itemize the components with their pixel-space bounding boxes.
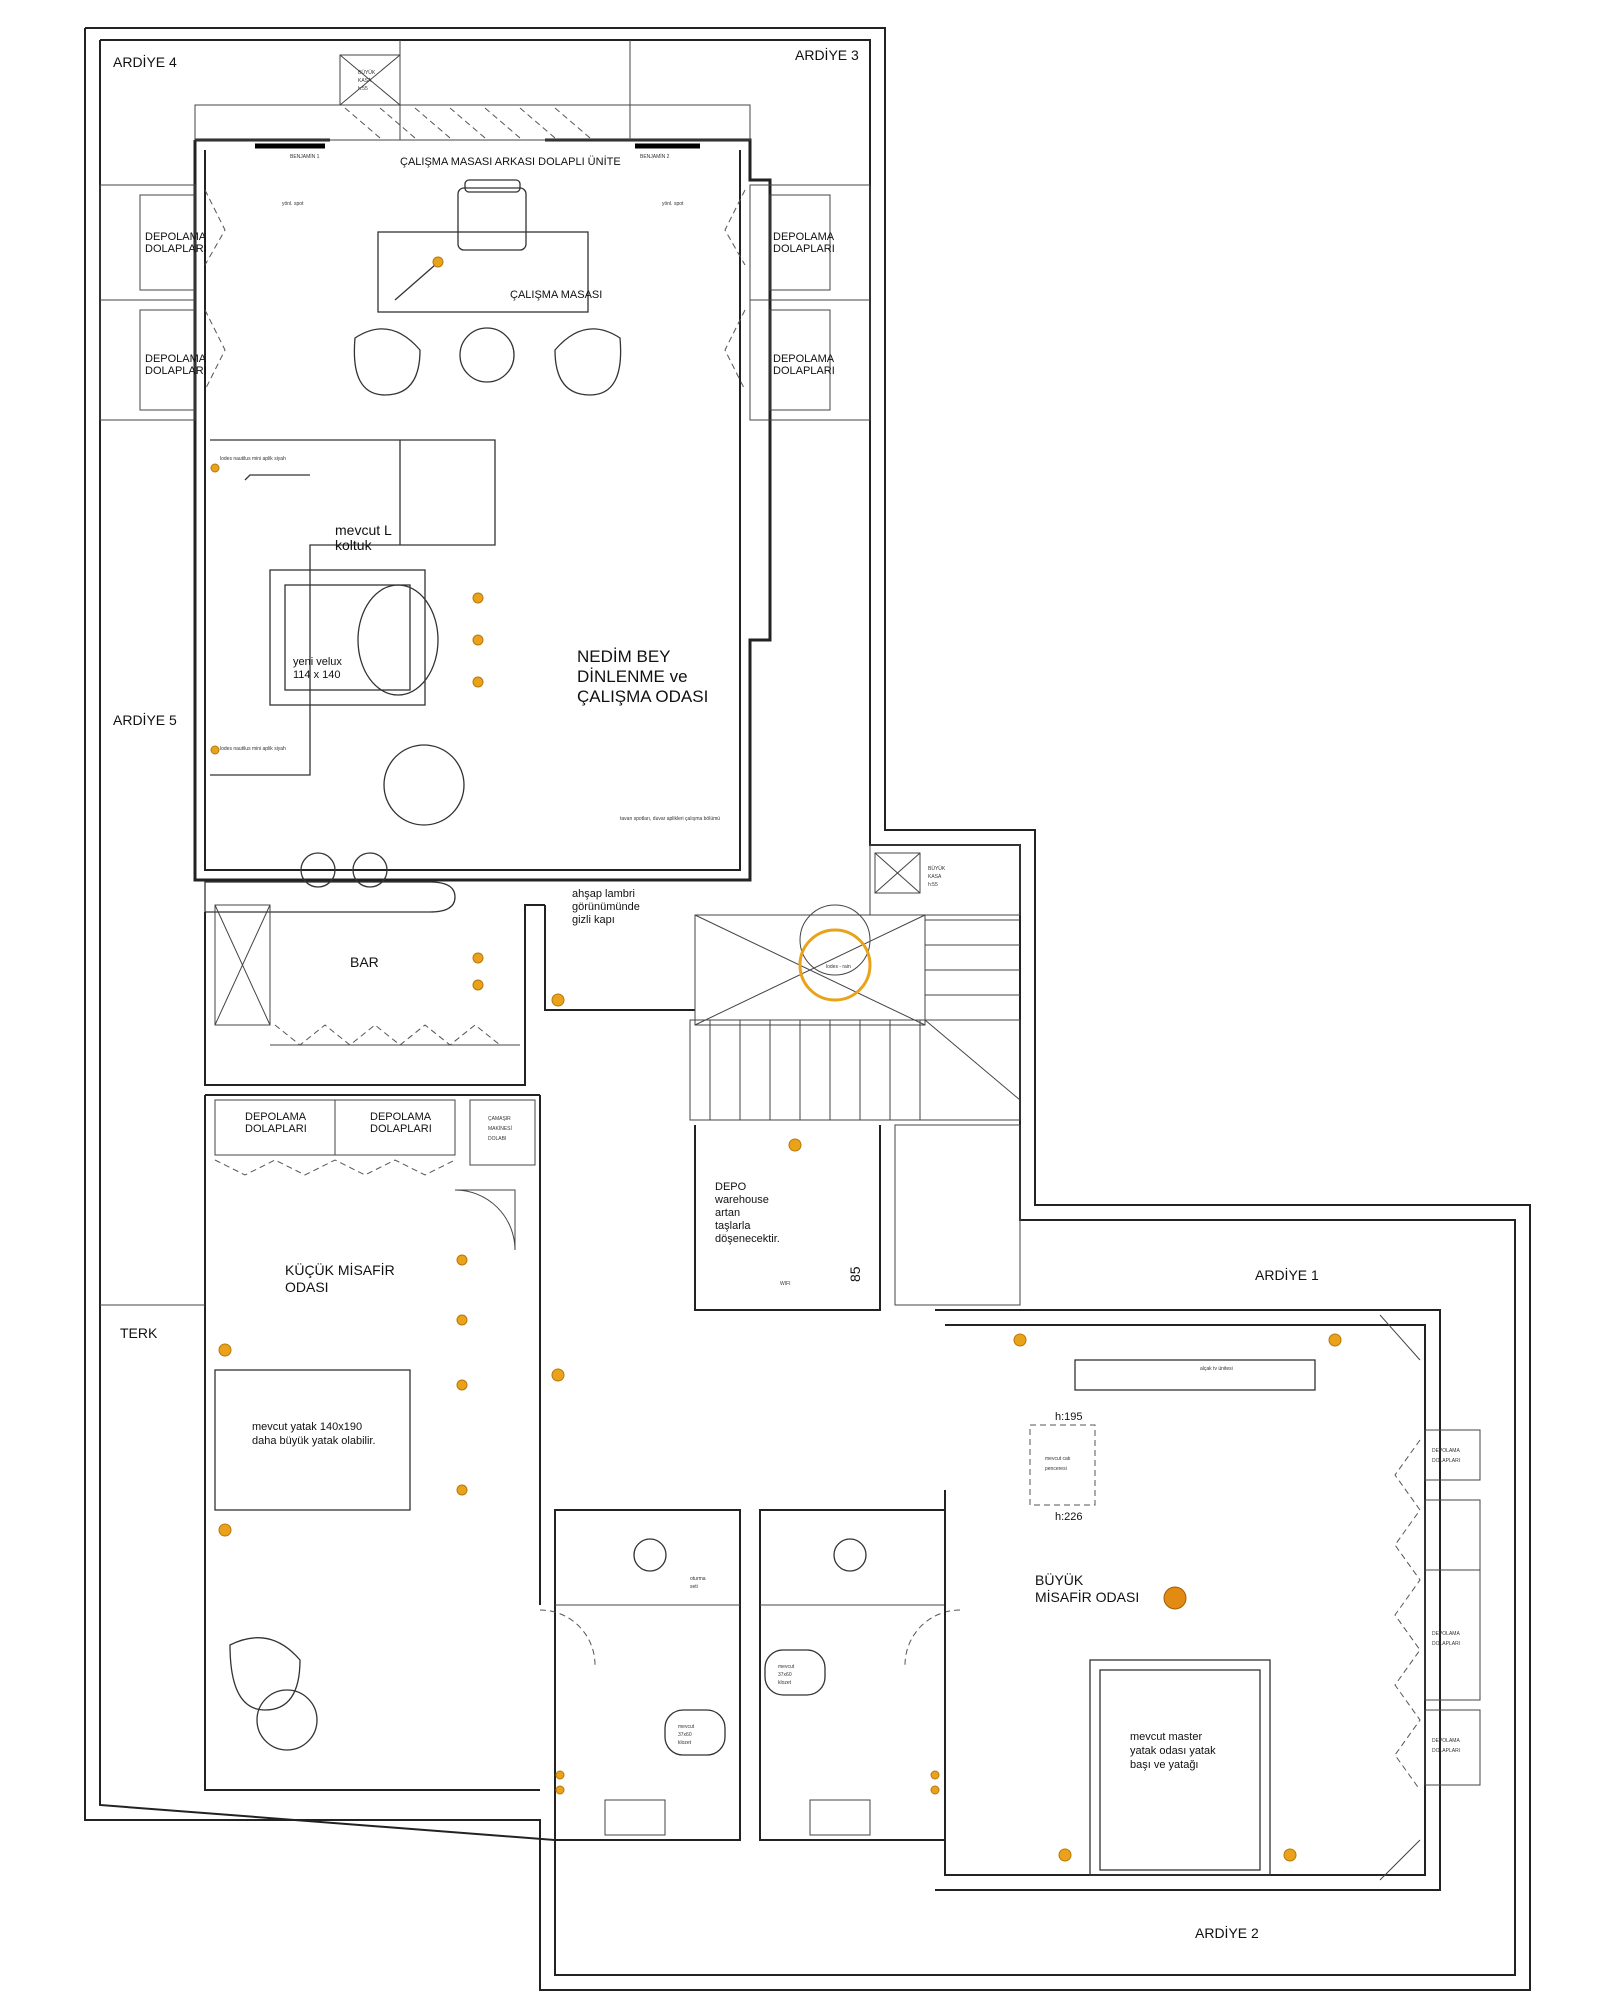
- big-guest-walls: [935, 1309, 1481, 1891]
- label-wc-2c: klozet: [778, 1680, 792, 1686]
- study-room-walls: [193, 40, 772, 882]
- label-wc-1b: 37x60: [678, 1732, 692, 1738]
- label-wc-1c: klozet: [678, 1740, 692, 1746]
- label-storage6-l1: DEPOLAMA: [370, 1111, 432, 1123]
- label-laundry-1: ÇAMAŞIR: [488, 1116, 511, 1122]
- desk: [377, 179, 589, 313]
- label-storage8-l1: DEPOLAMA: [1432, 1631, 1460, 1637]
- label-benjamin2: BENJAMİN 2: [640, 153, 670, 160]
- label-storage2-l2: DOLAPLARI: [145, 365, 207, 377]
- label-chandelier: lodes - rain: [826, 964, 851, 970]
- label-storage3-l2: DOLAPLARI: [773, 243, 835, 255]
- label-h195: h:195: [1055, 1411, 1083, 1423]
- label-storage3-l1: DEPOLAMA: [773, 231, 835, 243]
- study-side-storage: [99, 184, 871, 421]
- label-wc-1a: mevcut: [678, 1724, 695, 1730]
- label-ardiye2: ARDİYE 2: [1195, 1924, 1259, 1941]
- armchairs: [353, 327, 622, 396]
- label-depo-2: warehouse: [714, 1194, 769, 1206]
- label-bench-1: oturma: [690, 1576, 706, 1582]
- label-window-2: penceresi: [1045, 1466, 1067, 1472]
- label-velux-1: yeni velux: [293, 656, 342, 668]
- label-storage7-l1: DEPOLAMA: [1432, 1448, 1460, 1454]
- label-safe-top-2: KASA: [358, 78, 372, 84]
- label-ardiye1: ARDİYE 1: [1255, 1266, 1319, 1283]
- label-small-bed-1: mevcut yatak 140x190: [252, 1421, 362, 1433]
- label-storage-l1: DEPOLAMA: [145, 231, 207, 243]
- label-big-bed-2: yatak odası yatak: [1130, 1745, 1216, 1757]
- label-depo-4: taşlarla: [715, 1220, 751, 1232]
- label-desk: ÇALIŞMA MASASI: [510, 289, 602, 301]
- label-study-3: ÇALIŞMA ODASI: [577, 687, 708, 706]
- label-depo-3: artan: [715, 1207, 740, 1219]
- label-h226: h:226: [1055, 1511, 1083, 1523]
- label-big-bed-1: mevcut master: [1130, 1731, 1202, 1743]
- lounge-chair: [383, 744, 465, 826]
- label-bar: BAR: [350, 954, 379, 970]
- label-depo-dim: 85: [847, 1266, 863, 1282]
- label-small-guest-1: KÜÇÜK MİSAFİR: [285, 1261, 395, 1278]
- label-terk: TERK: [120, 1325, 158, 1341]
- label-sofa-1: mevcut L: [335, 522, 392, 538]
- label-ardiye4: ARDİYE 4: [113, 53, 177, 70]
- label-storage7-l2: DOLAPLARI: [1432, 1458, 1460, 1464]
- label-tv: alçak tv ünitesi: [1200, 1366, 1233, 1372]
- label-bar-door-2: görünümünde: [572, 901, 640, 913]
- depo-walls: [694, 1124, 1021, 1311]
- label-wc-2b: 37x60: [778, 1672, 792, 1678]
- label-laundry-3: DOLABI: [488, 1136, 506, 1142]
- stair-landing: [544, 844, 1021, 1121]
- label-ardiye3: ARDİYE 3: [795, 46, 859, 63]
- label-lodes-1: lodes nautilus mini aplik siyah: [220, 456, 286, 462]
- label-storage5-l1: DEPOLAMA: [245, 1111, 307, 1123]
- label-big-guest-1: BÜYÜK: [1035, 1571, 1084, 1588]
- label-storage5-l2: DOLAPLARI: [245, 1123, 307, 1135]
- label-velux-2: 114 x 140: [293, 669, 341, 681]
- lamps: [210, 463, 1342, 1862]
- label-small-guest-2: ODASI: [285, 1279, 329, 1295]
- label-bench-2: seti: [690, 1584, 698, 1590]
- label-depo-5: döşenecektir.: [715, 1233, 780, 1245]
- label-storage9-l1: DEPOLAMA: [1432, 1738, 1460, 1744]
- small-guest-walls: [204, 1094, 541, 1791]
- l-sofa: [210, 439, 496, 776]
- bathrooms: [539, 1509, 961, 1841]
- label-laundry-2: MAKİNESİ: [488, 1125, 512, 1132]
- label-window-1: mevcut catı: [1045, 1456, 1071, 1462]
- label-landing-safe-3: h:55: [928, 882, 938, 888]
- label-lodes-2: lodes nautilus mini aplik siyah: [220, 746, 286, 752]
- label-wc-2a: mevcut: [778, 1664, 795, 1670]
- label-bar-door-1: ahşap lambri: [572, 888, 635, 900]
- outer-walls: [84, 27, 1531, 1991]
- label-landing-safe-2: KASA: [928, 874, 942, 880]
- label-study-1: NEDİM BEY: [577, 647, 671, 666]
- label-benjamin1: BENJAMİN 1: [290, 153, 320, 160]
- label-sofa-2: koltuk: [335, 537, 373, 553]
- label-big-guest-2: MİSAFİR ODASI: [1035, 1588, 1139, 1605]
- bar-walls: [204, 852, 545, 1086]
- label-bar-door-3: gizli kapı: [572, 914, 615, 926]
- label-tiny-note: tavan spotları, duvar aplikleri çalışma …: [620, 816, 720, 822]
- label-storage4-l2: DOLAPLARI: [773, 365, 835, 377]
- label-landing-safe-1: BÜYÜK: [928, 865, 946, 872]
- label-big-bed-3: başı ve yatağı: [1130, 1759, 1199, 1771]
- label-wifi: WIFI: [780, 1281, 791, 1287]
- label-spot-2: yönl. spot: [662, 201, 684, 207]
- label-cabinet-wall: ÇALIŞMA MASASI ARKASI DOLAPLI ÜNİTE: [400, 155, 621, 168]
- label-depo-1: DEPO: [715, 1181, 747, 1193]
- label-storage9-l2: DOLAPLARI: [1432, 1748, 1460, 1754]
- label-study-2: DİNLENME ve: [577, 667, 688, 686]
- label-ardiye5: ARDİYE 5: [113, 711, 177, 728]
- label-storage4-l1: DEPOLAMA: [773, 353, 835, 365]
- label-safe-top-1: BÜYÜK: [358, 69, 376, 76]
- label-storage6-l2: DOLAPLARI: [370, 1123, 432, 1135]
- label-storage8-l2: DOLAPLARI: [1432, 1641, 1460, 1647]
- label-safe-top-3: h:55: [358, 86, 368, 92]
- label-small-bed-2: daha büyük yatak olabilir.: [252, 1435, 376, 1447]
- label-storage-l2: DOLAPLARI: [145, 243, 207, 255]
- label-storage2-l1: DEPOLAMA: [145, 353, 207, 365]
- chandelier-ring: [798, 928, 872, 1002]
- label-spot-1: yönl. spot: [282, 201, 304, 207]
